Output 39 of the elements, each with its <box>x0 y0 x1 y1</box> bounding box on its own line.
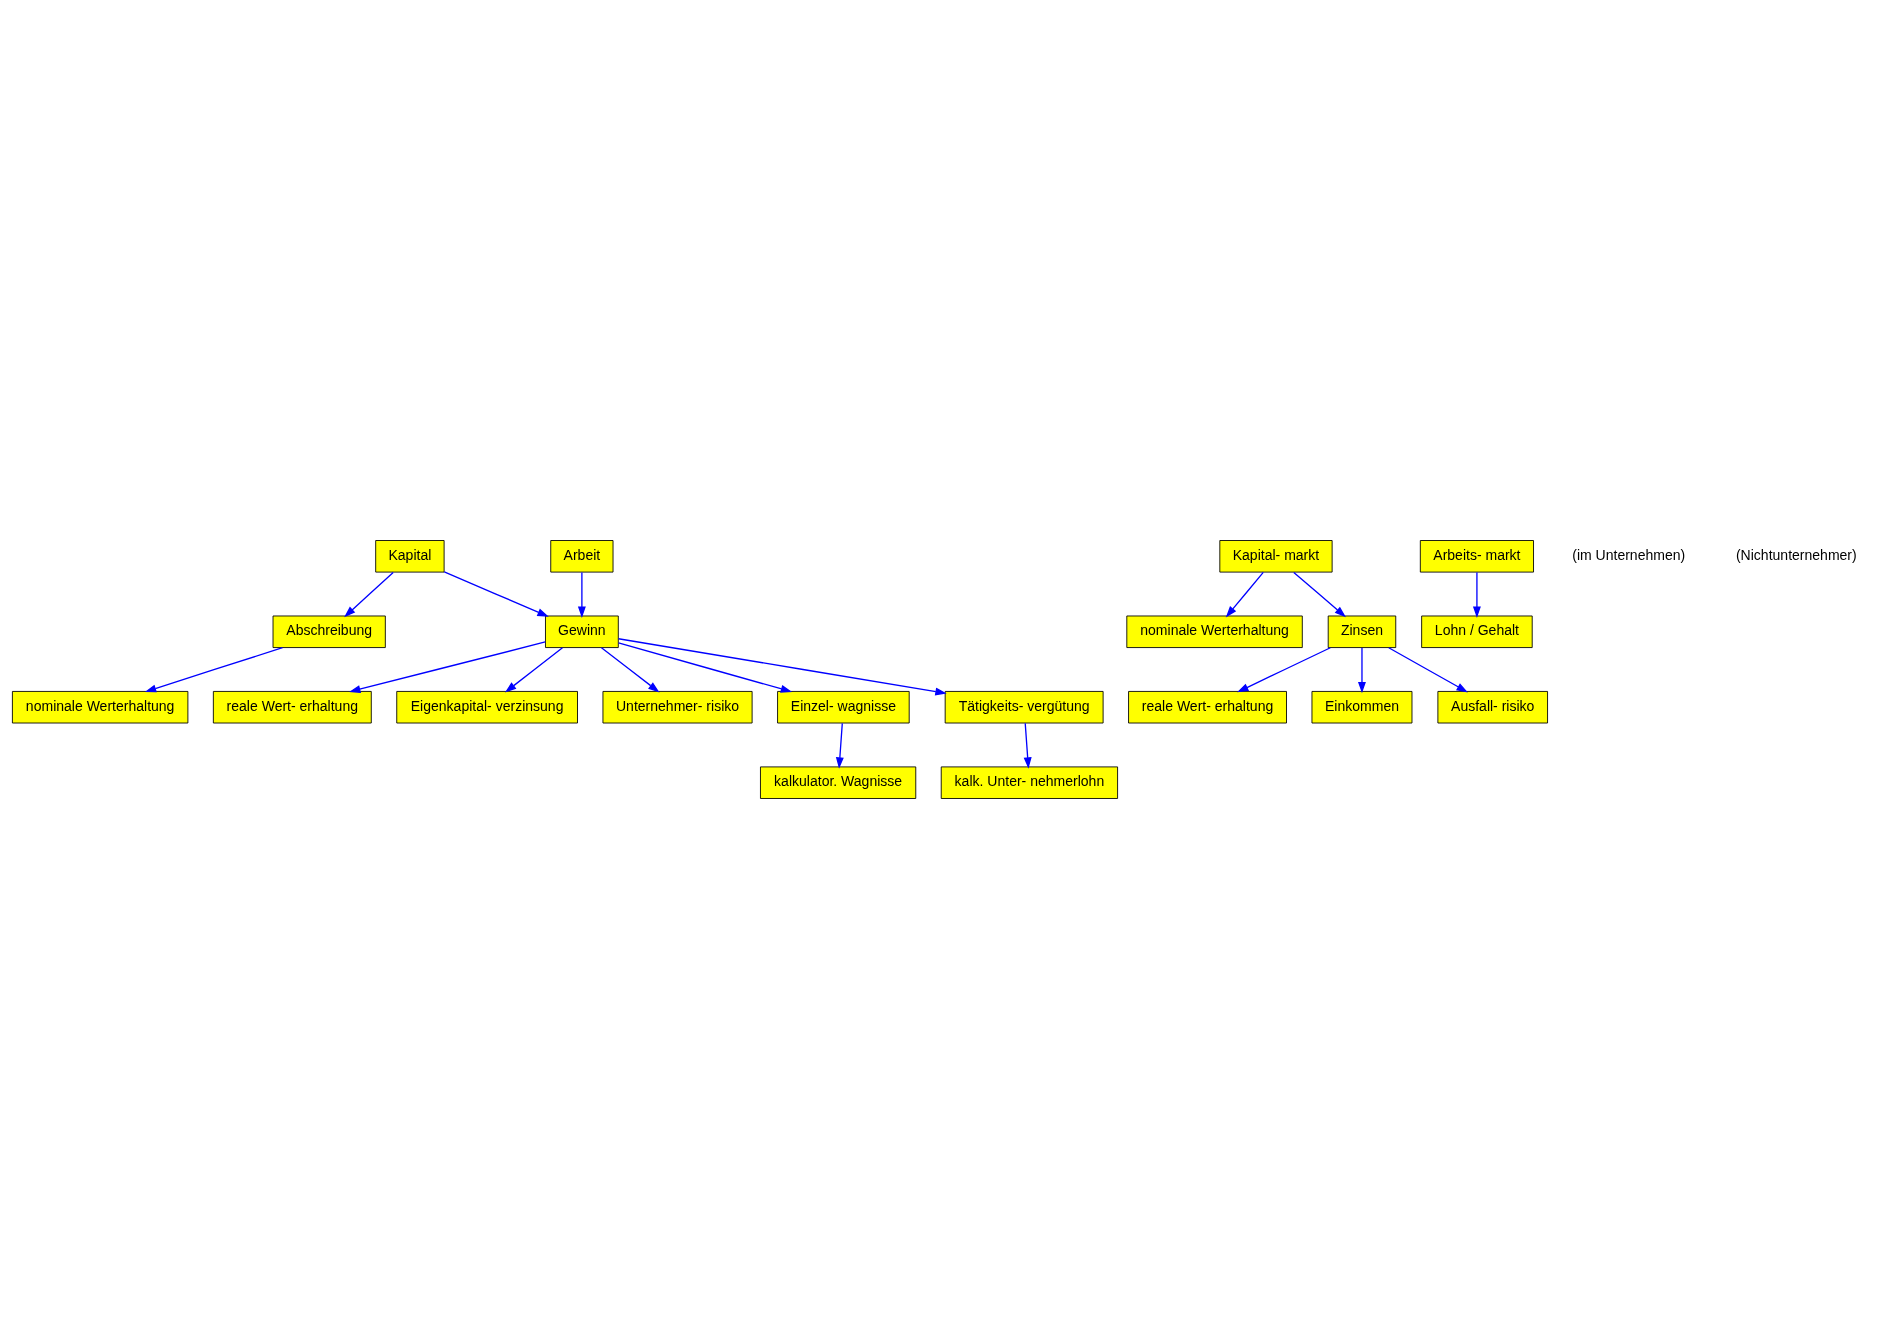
label: (im Unternehmen) <box>1572 546 1686 563</box>
arrow <box>1472 571 1481 618</box>
node-box: Einkommen <box>1311 690 1413 723</box>
arrow <box>1225 571 1264 617</box>
arrow <box>835 722 844 769</box>
node-box: reale Wert- erhaltung <box>212 690 372 723</box>
arrow <box>504 646 564 692</box>
node-box: Zinsen <box>1327 615 1397 648</box>
arrow <box>443 570 549 617</box>
label: (Nichtunternehmer) <box>1735 546 1857 563</box>
arrow <box>1237 646 1331 692</box>
arrow <box>1388 646 1468 692</box>
node-box: Kapital <box>375 539 445 573</box>
node-box: Unternehmer- risiko <box>602 690 753 723</box>
node-box: Gewinn <box>545 615 619 648</box>
arrow <box>600 646 660 692</box>
node-box: reale Wert- erhaltung <box>1128 690 1287 723</box>
node-box: nominale Werterhaltung <box>11 690 189 723</box>
node-box: Eigenkapital- verzinsung <box>396 690 578 723</box>
node-box: kalk. Unter- nehmerlohn <box>940 765 1119 799</box>
node-box: Arbeit <box>550 539 614 573</box>
node-box: nominale Werterhaltung <box>1126 615 1303 648</box>
node-box: Kapital- markt <box>1219 539 1333 573</box>
arrow <box>1293 571 1346 617</box>
arrow <box>144 646 284 692</box>
arrow <box>617 641 793 693</box>
arrow <box>349 640 546 693</box>
node-box: Ausfall- risiko <box>1437 690 1548 723</box>
arrow <box>1357 646 1366 693</box>
arrow <box>617 637 947 695</box>
node-box: Abschreibung <box>272 615 386 648</box>
node-box: kalkulator. Wagnisse <box>760 765 917 799</box>
node-box: Lohn / Gehalt <box>1421 615 1533 648</box>
node-box: Einzel- wagnisse <box>777 690 910 723</box>
arrow <box>344 571 394 617</box>
arrow <box>1023 722 1032 769</box>
node-box: Tätigkeits- vergütung <box>944 690 1104 723</box>
node-box: Arbeits- markt <box>1419 539 1534 573</box>
arrow <box>577 571 586 618</box>
